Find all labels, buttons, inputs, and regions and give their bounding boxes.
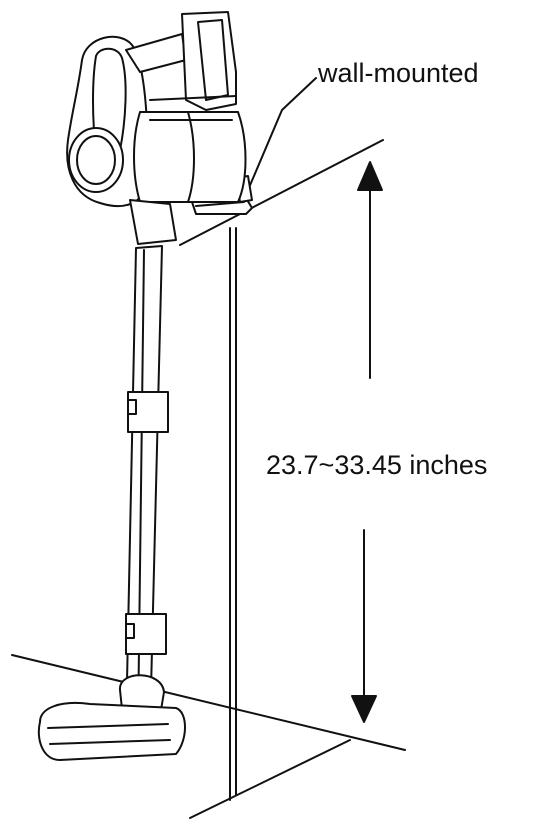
height-measurement-arrow (352, 162, 382, 722)
wall-mounted-label: wall-mounted (318, 58, 479, 89)
floor-brush-head (39, 703, 185, 760)
stick-vacuum-illustration (39, 12, 252, 760)
wall-mount-leader-line (248, 78, 316, 190)
motor-body (134, 112, 246, 202)
height-range-label: 23.7~33.45 inches (266, 450, 487, 481)
